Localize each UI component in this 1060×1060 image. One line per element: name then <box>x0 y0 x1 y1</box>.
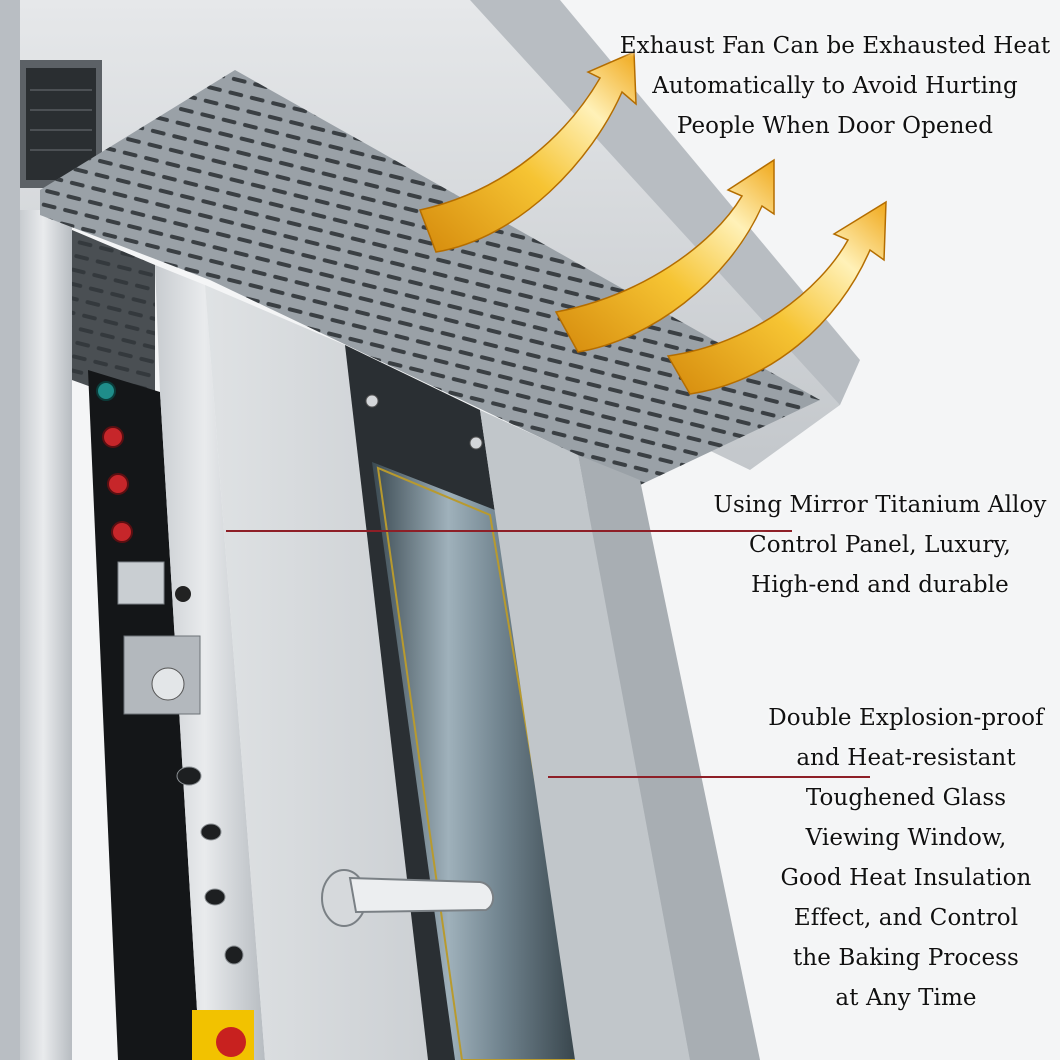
oven-left-column <box>20 0 72 1060</box>
timer-display <box>117 561 165 605</box>
rotary-switch-icon <box>204 888 226 906</box>
control-panel <box>88 370 200 1060</box>
curved-up-arrow-icon <box>554 158 775 353</box>
annotation-line: and Heat-resistant <box>796 745 1016 771</box>
door-screw <box>469 436 483 450</box>
oven-right-body <box>578 455 760 1060</box>
annotation-line: Toughened Glass <box>805 785 1007 811</box>
curved-up-arrow-icon <box>418 50 637 253</box>
panel-controls <box>96 381 254 1060</box>
lower-vent-slots <box>72 230 155 410</box>
hood-right-face <box>470 0 860 405</box>
annotation-line: Effect, and Control <box>793 905 1019 931</box>
indicator-lamp-icon <box>96 381 116 401</box>
annotation-line: People When Door Opened <box>676 113 994 139</box>
window-gold-frame <box>376 466 585 1060</box>
buzzer-icon <box>224 945 244 965</box>
annotation-line: Control Panel, Luxury, <box>749 532 1011 558</box>
push-button-icon <box>107 473 129 495</box>
curved-up-arrow-icon <box>666 200 887 395</box>
annotation-line: High-end and durable <box>751 572 1009 598</box>
rotary-switch-icon <box>176 766 202 786</box>
door-screw <box>365 394 379 408</box>
viewing-window-annotation: Double Explosion-proof and Heat-resistan… <box>760 698 1052 1018</box>
power-rotary-icon <box>216 1027 246 1057</box>
viewing-window <box>372 462 590 1060</box>
rotary-switch-icon <box>175 586 191 602</box>
annotation-line: Good Heat Insulation <box>780 865 1032 891</box>
annotation-line: Exhaust Fan Can be Exhausted Heat <box>619 33 1051 59</box>
door-right-leaf <box>480 410 690 1060</box>
push-button-icon <box>111 521 133 543</box>
rotary-switch-icon <box>200 823 222 841</box>
push-button-icon <box>102 426 124 448</box>
annotation-line: Automatically to Avoid Hurting <box>652 73 1018 99</box>
annotation-line: at Any Time <box>835 985 977 1011</box>
annotation-line: Using Mirror Titanium Alloy <box>713 492 1047 518</box>
control-panel-annotation: Using Mirror Titanium Alloy Control Pane… <box>700 485 1060 605</box>
door-handle <box>321 869 495 927</box>
exhaust-vent-slots <box>40 70 820 485</box>
exhaust-fan-annotation: Exhaust Fan Can be Exhausted Heat Automa… <box>610 26 1060 146</box>
annotation-line: Double Explosion-proof <box>768 705 1044 731</box>
annotation-line: the Baking Process <box>793 945 1019 971</box>
control-panel-frame <box>155 265 265 1060</box>
oven-left-side <box>0 0 20 1060</box>
thermostat-dial-icon <box>151 667 185 701</box>
annotation-line: Viewing Window, <box>805 825 1007 851</box>
